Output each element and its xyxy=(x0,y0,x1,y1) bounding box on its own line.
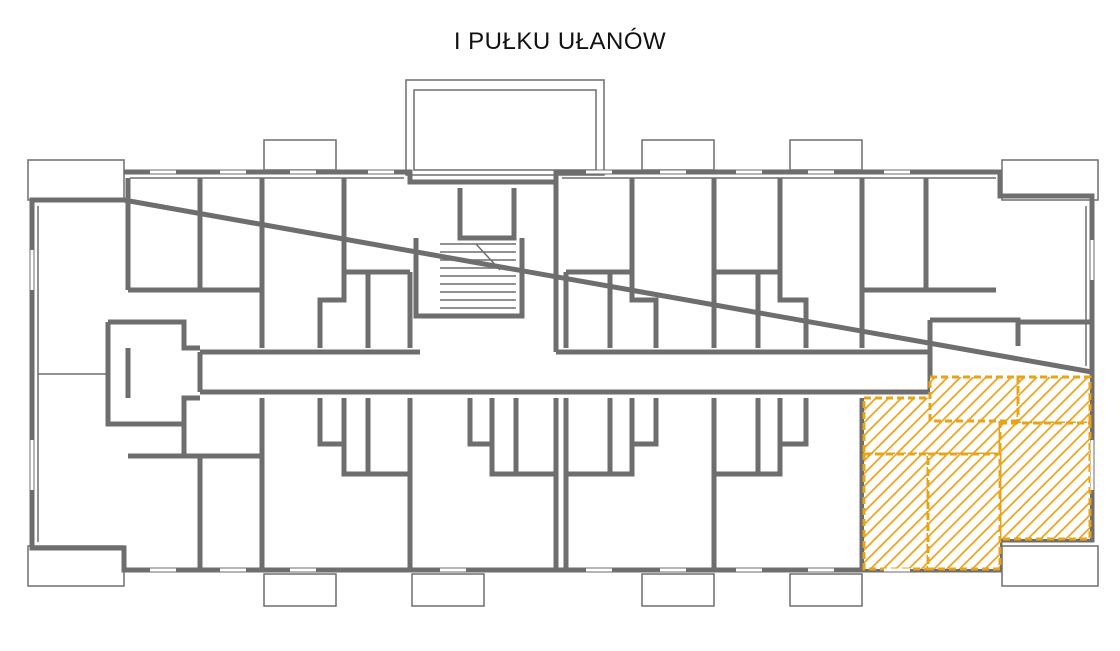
corridor xyxy=(197,349,933,395)
balconies-top xyxy=(27,79,1099,201)
street-label: I PUŁKU UŁANÓW xyxy=(453,28,667,55)
highlighted-apartment[interactable] xyxy=(862,375,1092,571)
balconies-bottom xyxy=(27,545,1099,607)
stairwell xyxy=(413,172,559,352)
units-upper-left xyxy=(38,178,413,427)
units-lower-right xyxy=(563,398,865,570)
windows xyxy=(30,170,1094,572)
units-lower-left xyxy=(128,398,559,570)
units-upper-right xyxy=(563,178,1092,352)
